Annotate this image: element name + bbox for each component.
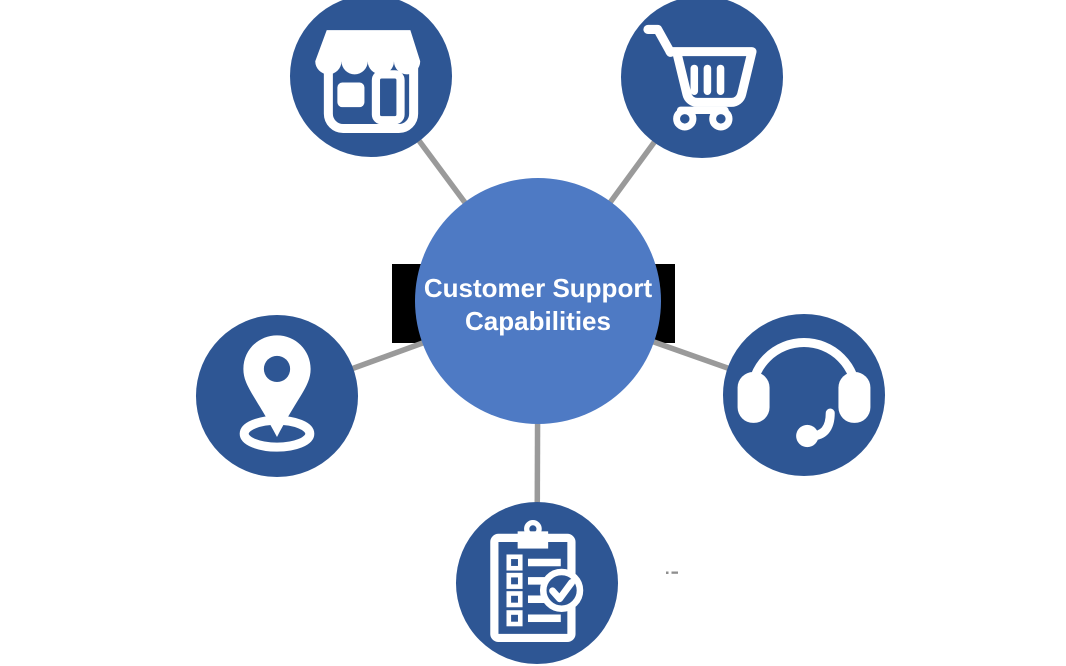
headset-icon [737,338,871,448]
node-location-pin [195,314,359,478]
hub-label-line1: Customer Support [424,273,653,303]
checklist-icon [490,520,584,643]
node-shopping-cart [621,0,783,158]
node-circle [621,0,783,158]
node-headset [722,313,886,477]
hub-label-line2: Capabilities [465,306,611,336]
node-storefront [290,0,452,157]
hub: Customer Support Capabilities [415,178,661,424]
node-checklist [455,501,619,665]
location-pin-icon [239,335,315,452]
node-circle [722,313,886,477]
node-circle [290,0,452,157]
storefront-icon [315,30,421,133]
shopping-cart-icon [643,24,757,131]
stray-mark [666,571,678,574]
hub-circle [415,178,661,424]
checkmark-icon [549,578,576,603]
pin-hole [263,355,291,383]
